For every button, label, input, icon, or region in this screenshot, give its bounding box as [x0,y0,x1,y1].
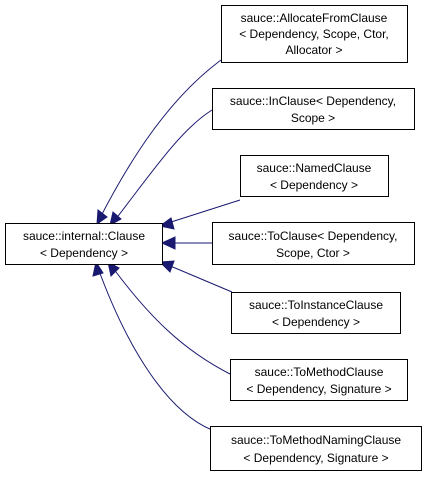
inheritance-edges [97,54,241,431]
edge-named-clause [167,199,241,224]
to-instance-clause-label-line-2: < Dependency > [272,315,360,329]
named-clause-label-line-1: sauce::NamedClause [257,161,372,175]
allocate-from-clause-label-line-3: Allocator > [285,43,342,57]
to-method-clause-label-line-2: < Dependency, Signature > [246,382,391,396]
edge-in-clause [114,109,213,221]
to-clause-label-line-2: Scope, Ctor > [276,246,350,260]
edge-allocate-from-clause [99,54,229,219]
base-class-node[interactable]: sauce::internal::Clause < Dependency > [5,223,163,265]
base-class-label-line-2: < Dependency > [40,246,128,260]
arrowhead-to-method-naming-clause [92,260,104,277]
to-method-clause-label-line-1: sauce::ToMethodClause [255,365,384,379]
allocate-from-clause-label-line-1: sauce::AllocateFromClause [241,11,388,25]
derived-node-to-clause[interactable]: sauce::ToClause< Dependency, Scope, Ctor… [212,222,415,265]
to-method-naming-clause-label-line-2: < Dependency, Signature > [243,451,388,465]
in-clause-label-line-2: Scope > [291,111,335,125]
in-clause-label-line-1: sauce::InClause< Dependency, [230,94,396,108]
arrowhead-to-clause [160,236,176,250]
derived-node-allocate-from-clause[interactable]: sauce::AllocateFromClause < Dependency, … [221,5,408,63]
edge-to-method-naming-clause [97,267,213,431]
allocate-from-clause-label-line-2: < Dependency, Scope, Ctor, [239,27,389,41]
derived-node-to-method-naming-clause[interactable]: sauce::ToMethodNamingClause < Dependency… [210,426,422,471]
derived-node-to-instance-clause[interactable]: sauce::ToInstanceClause < Dependency > [231,292,401,334]
inheritance-arrowheads [92,209,176,278]
base-class-label-line-1: sauce::internal::Clause [23,229,145,243]
derived-node-in-clause[interactable]: sauce::InClause< Dependency, Scope > [212,88,415,130]
edge-to-method-clause [112,267,233,376]
arrowhead-in-clause [109,211,122,226]
arrowhead-to-instance-clause [158,260,175,273]
edge-to-instance-clause [167,264,233,293]
arrowhead-named-clause [158,217,175,230]
derived-node-named-clause[interactable]: sauce::NamedClause < Dependency > [240,155,389,197]
arrowhead-allocate-from-clause [96,209,108,226]
named-clause-label-line-2: < Dependency > [270,178,358,192]
to-clause-label-line-1: sauce::ToClause< Dependency, [229,229,398,243]
derived-node-to-method-clause[interactable]: sauce::ToMethodClause < Dependency, Sign… [230,359,408,401]
to-method-naming-clause-label-line-1: sauce::ToMethodNamingClause [231,433,401,447]
to-instance-clause-label-line-1: sauce::ToInstanceClause [249,298,383,312]
